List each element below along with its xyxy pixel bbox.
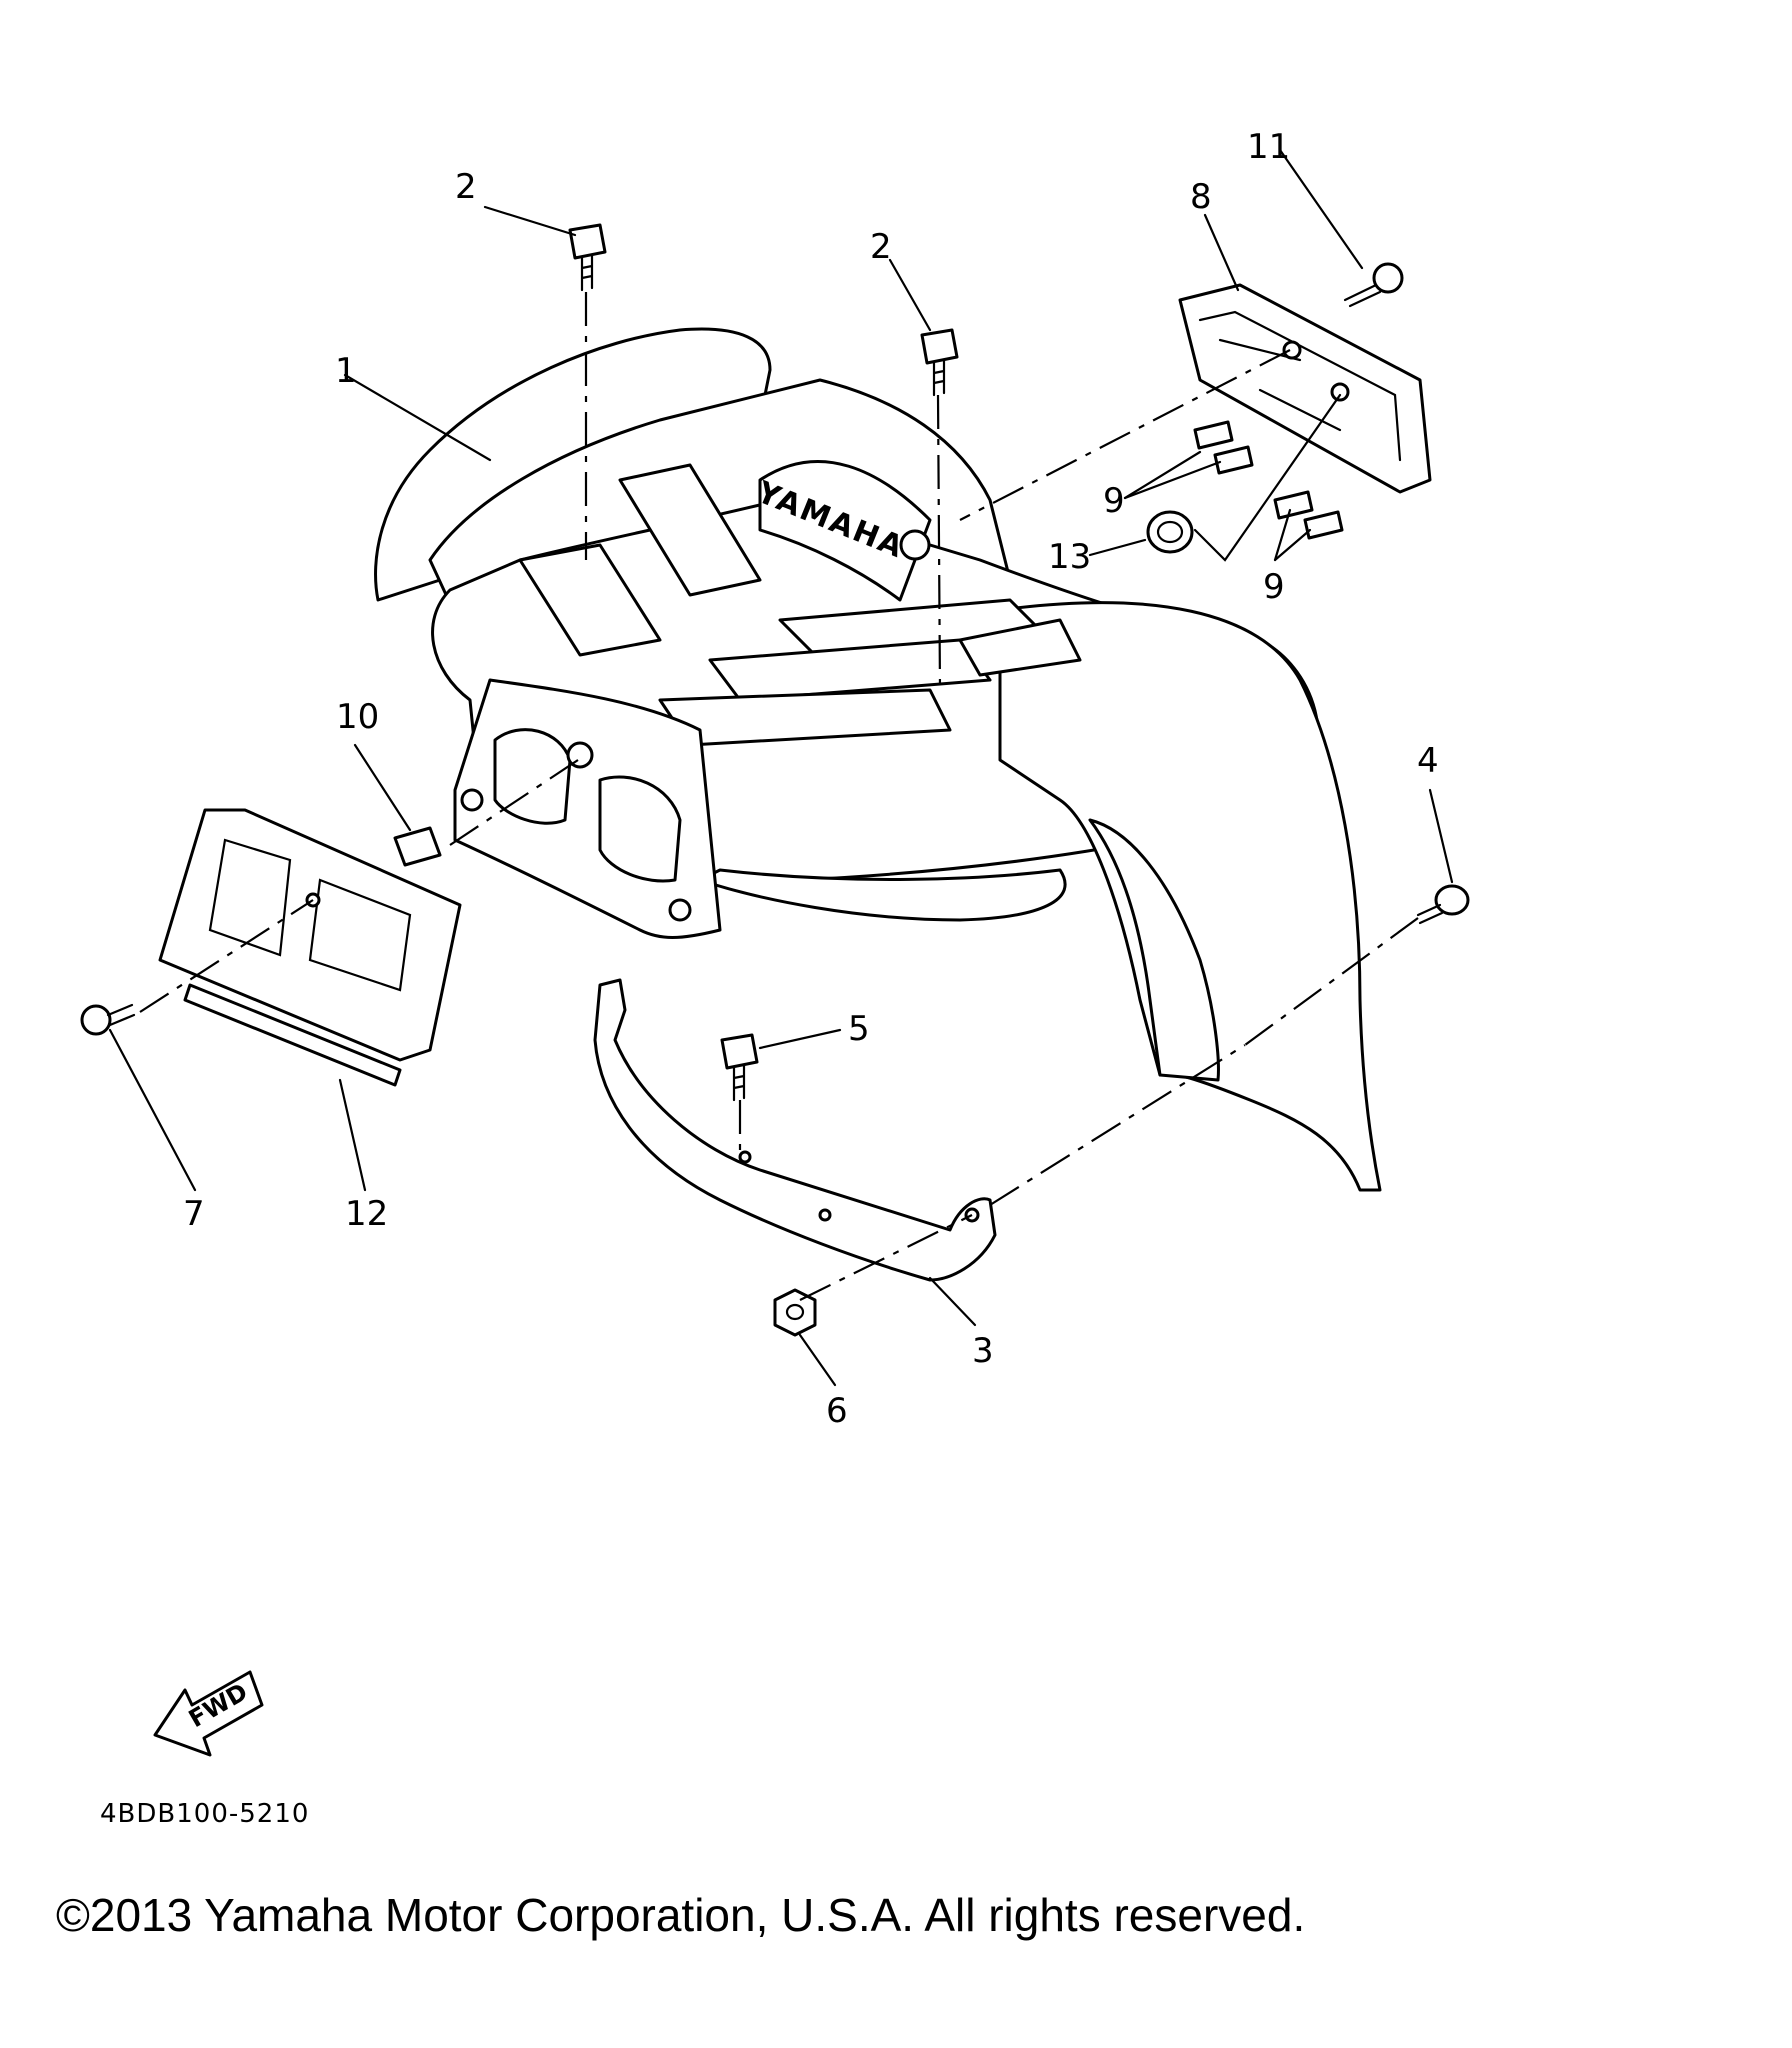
- callout-6: 6: [826, 1391, 848, 1431]
- leader-lines: [108, 148, 1454, 1387]
- callout-5: 5: [848, 1009, 870, 1049]
- screw-7: [80, 1003, 136, 1036]
- callout-labels: 1 2 2 3 4 5 6 7 8 9 9 10 11 12 13: [183, 127, 1439, 1431]
- front-panel: [158, 808, 462, 1087]
- bolt-5: [720, 1033, 759, 1102]
- bracket: [593, 978, 997, 1282]
- callout-4: 4: [1417, 741, 1439, 781]
- screw-4: [1416, 884, 1470, 925]
- spacer: [393, 826, 442, 867]
- front-fender: YAMAHA: [374, 327, 1382, 1192]
- copyright-notice: ©2013 Yamaha Motor Corporation, U.S.A. A…: [56, 1889, 1306, 1941]
- callout-13: 13: [1048, 537, 1091, 577]
- callout-11: 11: [1247, 127, 1290, 167]
- diagram-code: 4BDB100-5210: [100, 1799, 309, 1829]
- callout-2b: 2: [870, 227, 892, 267]
- callout-12: 12: [345, 1194, 388, 1234]
- nut-6: [773, 1288, 817, 1337]
- callout-10: 10: [336, 697, 379, 737]
- taillight-housing: [1178, 283, 1432, 494]
- grommet: [1146, 510, 1194, 554]
- callout-2a: 2: [455, 167, 477, 207]
- callout-1: 1: [335, 351, 357, 391]
- callout-7: 7: [183, 1194, 205, 1234]
- callout-8: 8: [1190, 177, 1212, 217]
- bolt-2-right: [920, 328, 959, 397]
- callout-9a: 9: [1103, 481, 1125, 521]
- bolt-2-left: [568, 223, 607, 292]
- assembly-lines: [139, 292, 1419, 1301]
- screw-11: [1343, 262, 1404, 308]
- callout-9b: 9: [1263, 567, 1285, 607]
- fwd-arrow-icon: FWD: [153, 1670, 264, 1757]
- damper-pads: [1193, 420, 1344, 540]
- callout-3: 3: [972, 1331, 994, 1371]
